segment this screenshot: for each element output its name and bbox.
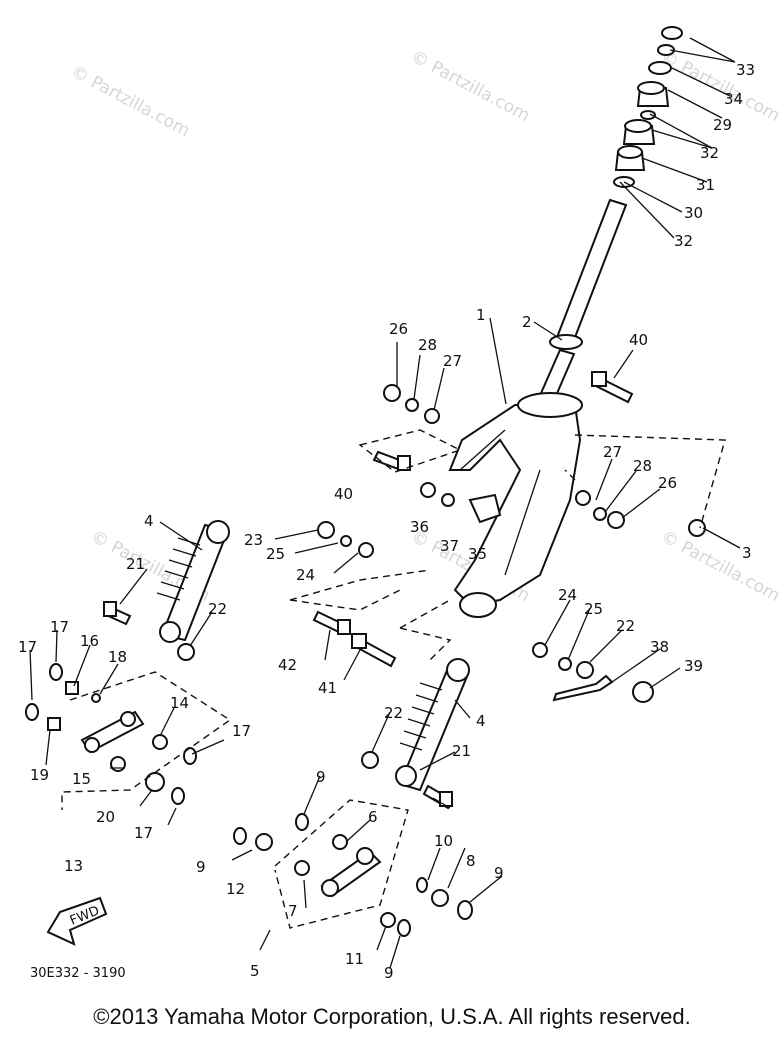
callout-label: 28	[633, 457, 652, 475]
callout-label: 28	[418, 336, 437, 354]
callout-label: 4	[476, 712, 486, 730]
callout-label: 26	[658, 474, 677, 492]
callout-label: 21	[452, 742, 471, 760]
hardware-group	[102, 371, 706, 810]
link-assembly-right	[233, 799, 473, 937]
shock-absorber-right	[395, 658, 470, 792]
callout-label: 38	[650, 638, 669, 656]
callout-label: 17	[134, 824, 153, 842]
callout-label: 31	[696, 176, 715, 194]
callout-label: 9	[196, 858, 206, 876]
callout-label: 27	[603, 443, 622, 461]
watermark: © Partzilla.com	[658, 527, 783, 606]
callout-label: 2	[522, 313, 532, 331]
callout-label: 25	[584, 600, 603, 618]
callout-label: 8	[466, 852, 476, 870]
leader-lines	[29, 37, 741, 969]
callout-label: 12	[226, 880, 245, 898]
callout-label: 5	[250, 962, 260, 980]
callout-label: 16	[80, 632, 99, 650]
callout-label: 40	[629, 331, 648, 349]
copyright-notice: ©2013 Yamaha Motor Corporation, U.S.A. A…	[93, 1004, 691, 1029]
callout-label: 37	[440, 537, 459, 555]
callout-labels: 1 2 3 4 4 5 6 7 8 9 9 9 9 10 11 12 13 14…	[18, 61, 755, 982]
callout-label: 4	[144, 512, 154, 530]
stem-bearing-stack	[613, 26, 683, 188]
callout-label: 26	[389, 320, 408, 338]
callout-label: 34	[724, 90, 743, 108]
callout-label: 24	[558, 586, 577, 604]
callout-label: 35	[468, 545, 487, 563]
watermark: © Partzilla.com	[408, 47, 533, 126]
fwd-arrow: FWD	[46, 896, 108, 946]
callout-label: 20	[96, 808, 115, 826]
callout-label: 10	[434, 832, 453, 850]
watermark: © Partzilla.com	[68, 62, 193, 141]
callout-label: 25	[266, 545, 285, 563]
callout-label: 23	[244, 531, 263, 549]
callout-label: 7	[288, 902, 298, 920]
callout-label: 22	[616, 617, 635, 635]
callout-label: 24	[296, 566, 315, 584]
callout-label: 6	[368, 808, 378, 826]
callout-label: 3	[742, 544, 752, 562]
callout-label: 17	[232, 722, 251, 740]
callout-label: 9	[316, 768, 326, 786]
callout-label: 13	[64, 857, 83, 875]
callout-label: 1	[476, 306, 486, 324]
callout-label: 22	[384, 704, 403, 722]
callout-label: 15	[72, 770, 91, 788]
callout-label: 9	[494, 864, 504, 882]
callout-label: 9	[384, 964, 394, 982]
callout-label: 27	[443, 352, 462, 370]
callout-label: 18	[108, 648, 127, 666]
callout-label: 33	[736, 61, 755, 79]
link-assembly-left	[25, 663, 232, 810]
callout-label: 21	[126, 555, 145, 573]
callout-label: 19	[30, 766, 49, 784]
callout-label: 39	[684, 657, 703, 675]
callout-label: 42	[278, 656, 297, 674]
callout-label: 29	[713, 116, 732, 134]
callout-label: 36	[410, 518, 429, 536]
callout-label: 40	[334, 485, 353, 503]
callout-label: 14	[170, 694, 189, 712]
callout-label: 32	[700, 144, 719, 162]
callout-label: 41	[318, 679, 337, 697]
callout-label: 32	[674, 232, 693, 250]
diagram-code: 30E332 - 3190	[30, 966, 126, 981]
callout-label: 17	[18, 638, 37, 656]
callout-label: 17	[50, 618, 69, 636]
callout-label: 30	[684, 204, 703, 222]
callout-label: 11	[345, 950, 364, 968]
callout-label: 22	[208, 600, 227, 618]
steering-column	[448, 198, 628, 618]
